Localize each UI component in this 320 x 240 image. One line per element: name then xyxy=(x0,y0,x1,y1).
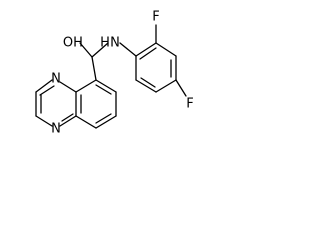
bond-qx-n1-c8a xyxy=(59,115,77,127)
bond-qx-c5-c4a xyxy=(75,79,97,93)
bond-qx-c2-n1 xyxy=(35,115,53,127)
bond-n-aryl xyxy=(119,42,137,57)
bond-lines xyxy=(35,24,187,129)
bond-qx-inner-f xyxy=(61,113,74,122)
bond-ph-5-6 xyxy=(135,79,157,93)
bond-qx-c8a-c8 xyxy=(75,115,97,129)
atom-label-ring-n-upper: N xyxy=(51,72,61,87)
atom-label-f-ortho: F xyxy=(152,10,159,25)
atom-labels: O H H N N N F F xyxy=(51,10,194,137)
bond-qx-n4-c3 xyxy=(35,79,53,93)
bond-c-o xyxy=(79,42,93,58)
atom-label-o-h: H xyxy=(73,36,83,51)
bond-ph-inner-c xyxy=(140,77,156,88)
atom-label-ring-n-lower: N xyxy=(51,122,61,137)
bond-ph-1-2 xyxy=(135,42,157,57)
bond-qx-inner-a xyxy=(95,84,112,95)
bond-ph-4-5 xyxy=(155,79,177,93)
bond-qx-inner-e xyxy=(39,85,55,96)
bond-c-n xyxy=(91,42,109,58)
bond-c-ring xyxy=(91,56,97,81)
bond-c-f-para xyxy=(175,79,187,97)
bond-ph-2-3 xyxy=(155,42,177,57)
bond-qx-c6-c5 xyxy=(95,79,117,93)
bond-ph-inner-a xyxy=(139,47,157,60)
atom-label-amide-h: H xyxy=(100,36,110,51)
atom-label-amide-n: N xyxy=(110,36,120,51)
chemical-structure-diagram: O H H N N N F F xyxy=(35,10,194,137)
bond-qx-c8-c7 xyxy=(95,115,117,129)
atom-label-o: O xyxy=(63,36,73,51)
bond-qx-c4a-n4 xyxy=(59,81,77,93)
bond-qx-inner-b xyxy=(95,113,112,124)
atom-label-f-para: F xyxy=(186,97,193,112)
